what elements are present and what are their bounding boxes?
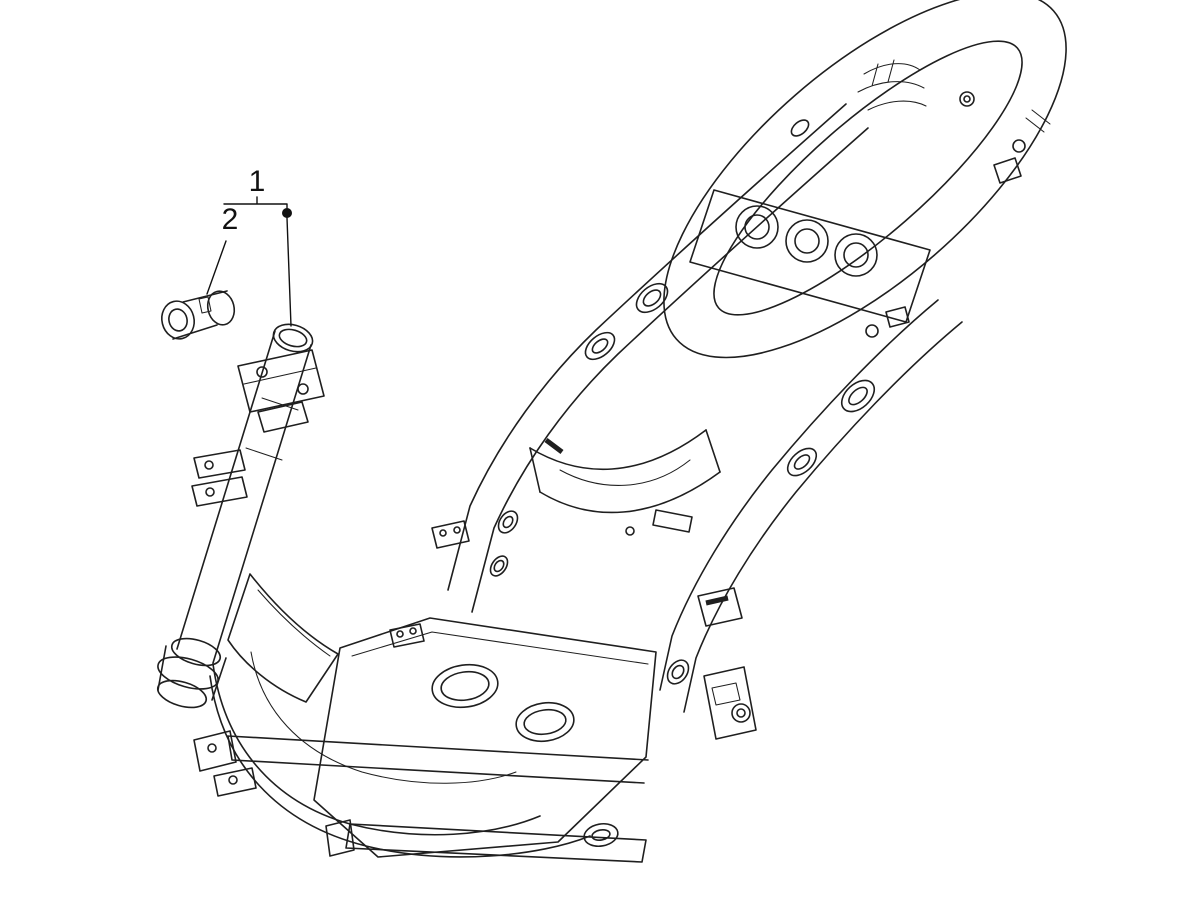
underbone-tube	[209, 651, 591, 858]
bushing-part	[161, 290, 236, 340]
right-bracket	[703, 666, 757, 740]
gusset-plate	[227, 573, 339, 703]
mid-bracket	[193, 449, 246, 479]
upper-bracket	[237, 349, 325, 413]
main-frame-spars	[431, 103, 963, 713]
deck-bracket	[389, 623, 425, 648]
slot-mark-right	[705, 595, 729, 606]
callout-1-leader	[286, 217, 292, 327]
slotted-bracket	[697, 587, 743, 627]
rail-bracket	[193, 730, 237, 772]
center-cross-member	[529, 429, 743, 627]
molded-bracket-lines	[857, 59, 927, 111]
deck-outline	[313, 617, 657, 858]
callout-2-leader	[206, 240, 227, 295]
top-rail	[227, 735, 649, 784]
callout-bracket	[223, 196, 288, 209]
callout-1-label: 1	[249, 165, 266, 198]
callout-2-label: 2	[222, 203, 239, 236]
steering-head-tube	[156, 323, 339, 709]
callouts: 1 2	[206, 165, 292, 327]
floorboard-assembly	[193, 617, 757, 863]
spar-bracket	[431, 520, 470, 549]
callout-1-dot	[282, 208, 292, 218]
slot-mark-left	[544, 438, 564, 454]
rear-frame-loop	[663, 0, 1067, 359]
